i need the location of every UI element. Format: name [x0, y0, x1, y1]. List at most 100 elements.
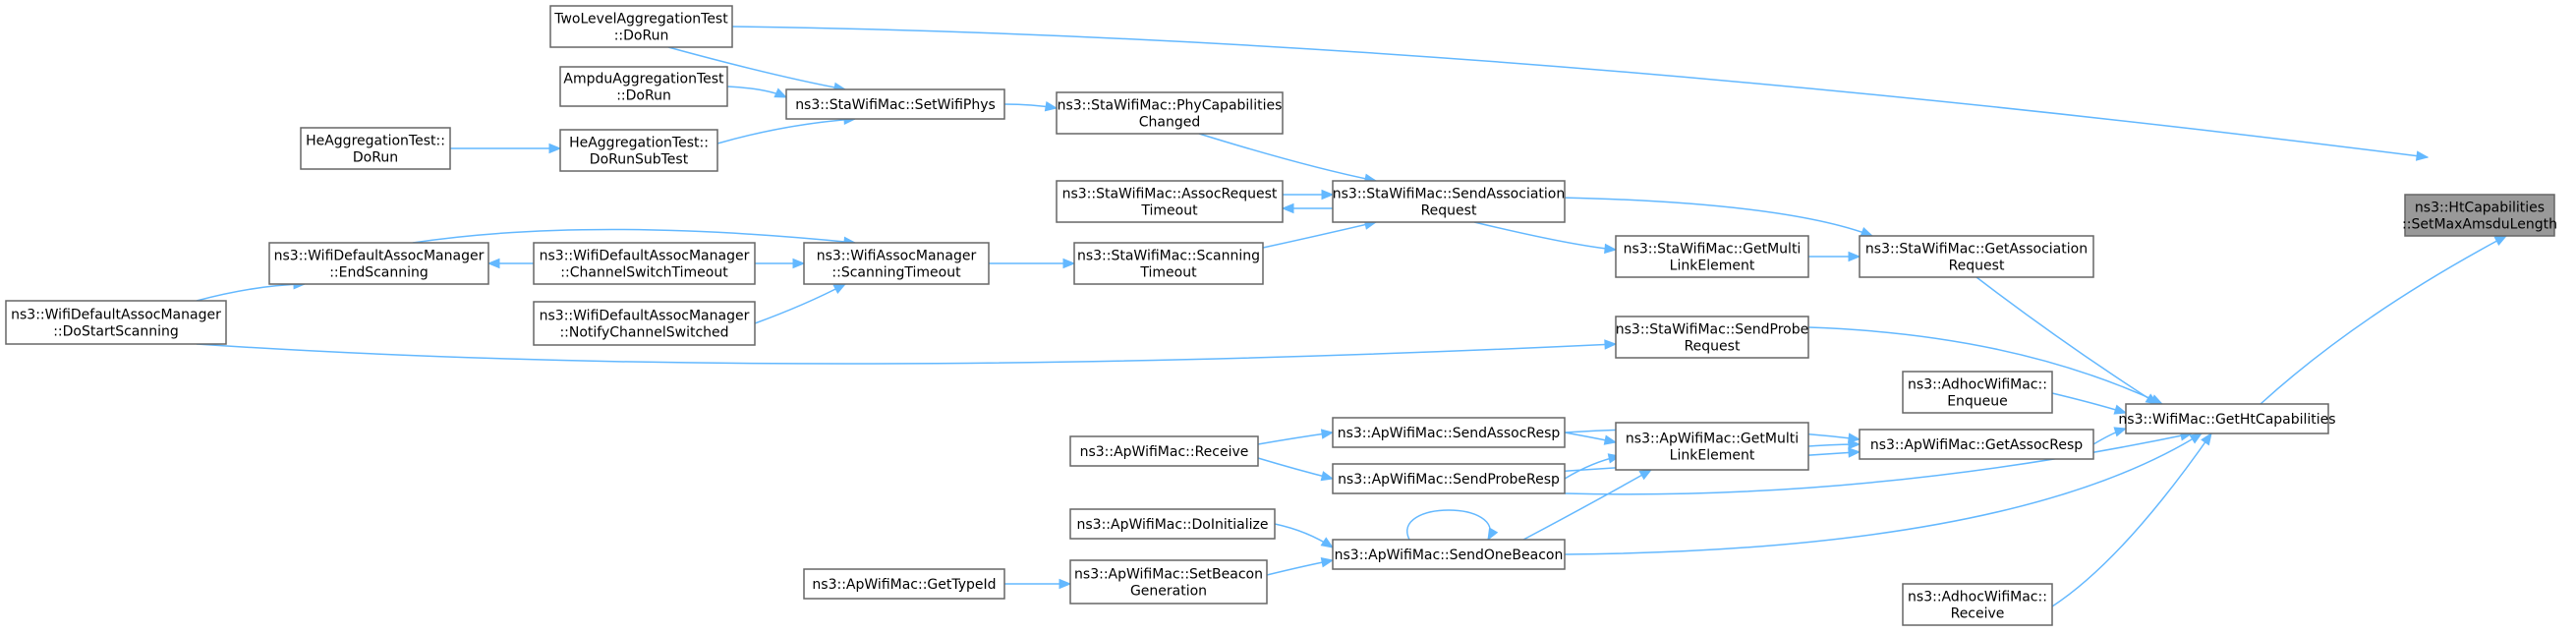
node-box — [5, 300, 227, 345]
node-label-line: ns3::StaWifiMac::SendProbe — [1616, 322, 1808, 338]
function-node[interactable]: ns3::ApWifiMac::SendOneBeacon — [1332, 539, 1566, 570]
function-node[interactable]: ns3::WifiDefaultAssocManager::EndScannin… — [268, 242, 489, 285]
edge-n9-to-n8 — [1522, 469, 1653, 541]
node-label-line: ns3::ApWifiMac::SendAssocResp — [1338, 426, 1561, 441]
function-node[interactable]: ns3::ApWifiMac::GetTypeId — [803, 568, 1005, 600]
node-label-line: TwoLevelAggregationTest — [553, 12, 728, 28]
edge-n11-to-n9 — [1266, 557, 1335, 576]
node-box — [1069, 559, 1268, 605]
function-node[interactable]: ns3::ApWifiMac::DoInitialize — [1069, 508, 1276, 540]
node-label-line: ns3::ApWifiMac::SendOneBeacon — [1335, 548, 1564, 563]
node-box — [533, 301, 756, 346]
edge-n22-to-n15 — [1262, 219, 1378, 249]
function-node[interactable]: ns3::WifiDefaultAssocManager::NotifyChan… — [533, 301, 756, 346]
node-label-line: ns3::WifiAssocManager — [817, 249, 977, 264]
node-label-line: Timeout — [1140, 203, 1198, 219]
node-box — [1615, 235, 1809, 278]
node-label-line: ns3::StaWifiMac::AssocRequest — [1062, 187, 1278, 202]
edge-n15-to-n28 — [1473, 221, 1618, 255]
function-node[interactable]: TwoLevelAggregationTest::DoRun — [549, 5, 733, 48]
function-node[interactable]: ns3::WifiDefaultAssocManager::ChannelSwi… — [533, 242, 756, 285]
edge-n26-to-n29 — [196, 339, 1618, 365]
node-label-line: Request — [1421, 203, 1477, 219]
node-label-line: ns3::WifiDefaultAssocManager — [540, 309, 750, 324]
node-label-line: ns3::AdhocWifiMac:: — [1908, 377, 2047, 393]
node-box — [1902, 583, 2053, 626]
node-label-line: ::DoStartScanning — [53, 324, 179, 340]
edge-n13-to-n2 — [2051, 432, 2212, 607]
function-node[interactable]: ns3::ApWifiMac::SendProbeResp — [1332, 463, 1566, 494]
function-node[interactable]: ns3::ApWifiMac::GetAssocResp — [1859, 429, 2094, 460]
node-label-line: ns3::ApWifiMac::GetAssocResp — [1870, 437, 2083, 453]
function-node[interactable]: ns3::WifiMac::GetHtCapabilities — [2118, 403, 2336, 434]
edge-n4-to-n2 — [2092, 427, 2128, 445]
node-label-line: ns3::WifiMac::GetHtCapabilities — [2118, 412, 2335, 428]
node-box — [1859, 235, 2094, 278]
edge-n16-to-n15 — [1282, 189, 1335, 201]
function-node[interactable]: ns3::ApWifiMac::Receive — [1069, 435, 1259, 467]
edge-n9-to-n2 — [1564, 432, 2204, 555]
node-box — [1332, 539, 1566, 570]
edge-layer — [196, 26, 2508, 607]
function-node[interactable]: HeAggregationTest::DoRunSubTest — [559, 129, 718, 172]
function-node[interactable]: ns3::AdhocWifiMac::Enqueue — [1902, 371, 2053, 414]
node-label-line: ns3::ApWifiMac::SendProbeResp — [1338, 472, 1560, 488]
node-box — [1332, 417, 1566, 448]
function-node[interactable]: ns3::ApWifiMac::SendAssocResp — [1332, 417, 1566, 448]
edge-n18-to-n17 — [1003, 101, 1059, 112]
node-label-line: Timeout — [1139, 265, 1197, 281]
node-label-line: ns3::StaWifiMac::SetWifiPhys — [795, 97, 996, 113]
node-box — [1056, 91, 1284, 135]
edge-n17-to-n15 — [1198, 133, 1378, 184]
node-label-line: DoRunSubTest — [590, 152, 689, 168]
node-box — [1332, 463, 1566, 494]
function-node[interactable]: ns3::WifiDefaultAssocManager::DoStartSca… — [5, 300, 227, 345]
function-node[interactable]: ns3::StaWifiMac::SetWifiPhys — [785, 88, 1005, 120]
edge-n9-to-n9 — [1406, 509, 1499, 542]
node-label-line: ns3::StaWifiMac::PhyCapabilities — [1058, 98, 1283, 114]
node-box — [803, 242, 990, 285]
function-node[interactable]: ns3::AdhocWifiMac::Receive — [1902, 583, 2053, 626]
node-box — [1615, 316, 1809, 359]
node-box — [559, 66, 728, 107]
node-box — [268, 242, 489, 285]
edge-n24-to-n23 — [755, 258, 806, 269]
node-box — [2404, 194, 2555, 237]
edge-n7-to-n6 — [1257, 457, 1335, 482]
node-box — [1069, 435, 1259, 467]
node-label-line: ns3::ApWifiMac::GetMulti — [1626, 432, 1799, 447]
node-box — [549, 5, 733, 48]
node-label-line: ns3::StaWifiMac::Scanning — [1077, 249, 1260, 264]
edge-n7-to-n5 — [1257, 429, 1335, 445]
node-box — [1615, 422, 1809, 471]
node-label-line: ns3::ApWifiMac::GetTypeId — [812, 577, 996, 593]
node-box — [803, 568, 1005, 600]
function-node[interactable]: HeAggregationTest::DoRun — [300, 127, 451, 170]
function-node[interactable]: ns3::WifiAssocManager::ScanningTimeout — [803, 242, 990, 285]
node-label-line: ::NotifyChannelSwitched — [559, 325, 728, 341]
edge-n12-to-n11 — [1004, 578, 1072, 590]
node-label-line: ns3::WifiDefaultAssocManager — [540, 249, 750, 264]
edge-n27-to-n23 — [754, 283, 847, 324]
node-label-line: Request — [1685, 339, 1741, 355]
function-node[interactable]: ns3::StaWifiMac::ScanningTimeout — [1073, 242, 1264, 285]
node-label-line: ::DoRun — [616, 88, 671, 104]
node-label-line: ns3::StaWifiMac::GetAssociation — [1865, 242, 2088, 258]
node-box — [1069, 508, 1276, 540]
function-node[interactable]: AmpduAggregationTest::DoRun — [559, 66, 728, 107]
node-label-line: ns3::StaWifiMac::GetMulti — [1624, 242, 1802, 258]
node-label-line: ns3::HtCapabilities — [2415, 201, 2545, 216]
node-label-line: Changed — [1139, 115, 1201, 131]
node-label-line: LinkElement — [1670, 448, 1755, 464]
node-box — [533, 242, 756, 285]
node-label-line: HeAggregationTest:: — [306, 134, 445, 149]
edge-n21-to-n20 — [450, 143, 562, 154]
